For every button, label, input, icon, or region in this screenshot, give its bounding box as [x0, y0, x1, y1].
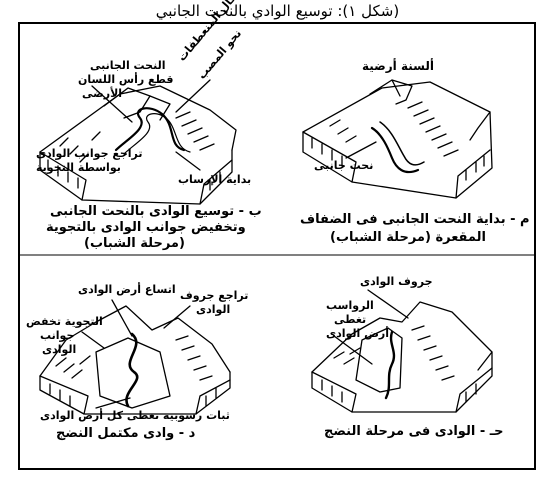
arrow-floor-widen: [111, 299, 133, 337]
label-slopes: جروف الوادى: [360, 275, 433, 288]
label-deposits: الرواسب: [326, 299, 374, 312]
label-lateral-cut: النحت الجانبى: [90, 59, 166, 72]
arrow-deposition: [175, 151, 201, 171]
label-retreat: تراجع جروف: [180, 289, 249, 302]
arrow-slopes: [367, 289, 409, 319]
caption-d: د - وادى مكتمل النضج: [56, 426, 196, 441]
arrow-deposits: [333, 335, 373, 365]
arrow-deposits-d: [95, 397, 131, 409]
label-deposition: بداية الإرساب: [178, 173, 252, 186]
label-weathering: تراجع جوانب الوادى: [36, 147, 143, 160]
block-diagram-b: [39, 79, 237, 205]
figure-frame: [18, 22, 536, 470]
label-weathering-2: بواسطة التجوية: [36, 161, 121, 174]
erosion-arrow: [345, 141, 377, 159]
label-weathering-d: التجوية تخفض: [26, 315, 103, 328]
caption-a-line1: ﻡ - بداية النحت الجانبى فى الضفاف: [300, 212, 530, 227]
block-diagram-d: [39, 299, 231, 415]
label-erosion: نحت جانبى: [314, 159, 374, 172]
arrow-weathering: [81, 331, 105, 349]
label-spur-cut: قطع رأس اللسان: [78, 73, 174, 86]
caption-c: حـ - الوادى فى مرحلة النضج: [324, 424, 504, 439]
block-diagram-a: [302, 79, 493, 199]
arrow-meander: [175, 79, 211, 113]
label-deposits-2: تغطى: [334, 313, 367, 326]
label-weathering-d-2: جوانب: [40, 329, 75, 342]
figure-title: (شكل ١): توسيع الوادي بالنحت الجانبي: [155, 2, 400, 20]
block-diagram-c: [311, 289, 493, 413]
label-floor-widen: اتساع أرض الوادى: [78, 283, 176, 296]
caption-b-line3: (مرحلة الشباب): [84, 236, 185, 251]
label-retreat-2: الوادى: [196, 303, 231, 316]
arrow-lateral-cut: [91, 85, 133, 123]
caption-a-line2: المقعرة (مرحلة الشباب): [330, 230, 486, 245]
label-ridge: ألسنة أرضية: [362, 59, 434, 73]
label-weathering-d-3: الوادى: [42, 343, 77, 356]
arrow-retreat: [163, 305, 191, 329]
caption-b-line2: وتخفيض جوانب الوادى بالتجوية: [46, 220, 246, 235]
label-deposits-3: أرض الوادى: [326, 327, 390, 340]
label-deposits-d: ثبات رسوبية تعطى كل أرض الوادى: [40, 409, 230, 422]
caption-b-line1: ب - توسيع الوادى بالنحت الجانبى: [50, 204, 262, 219]
label-spur-cut-2: الأرضى: [82, 87, 123, 100]
